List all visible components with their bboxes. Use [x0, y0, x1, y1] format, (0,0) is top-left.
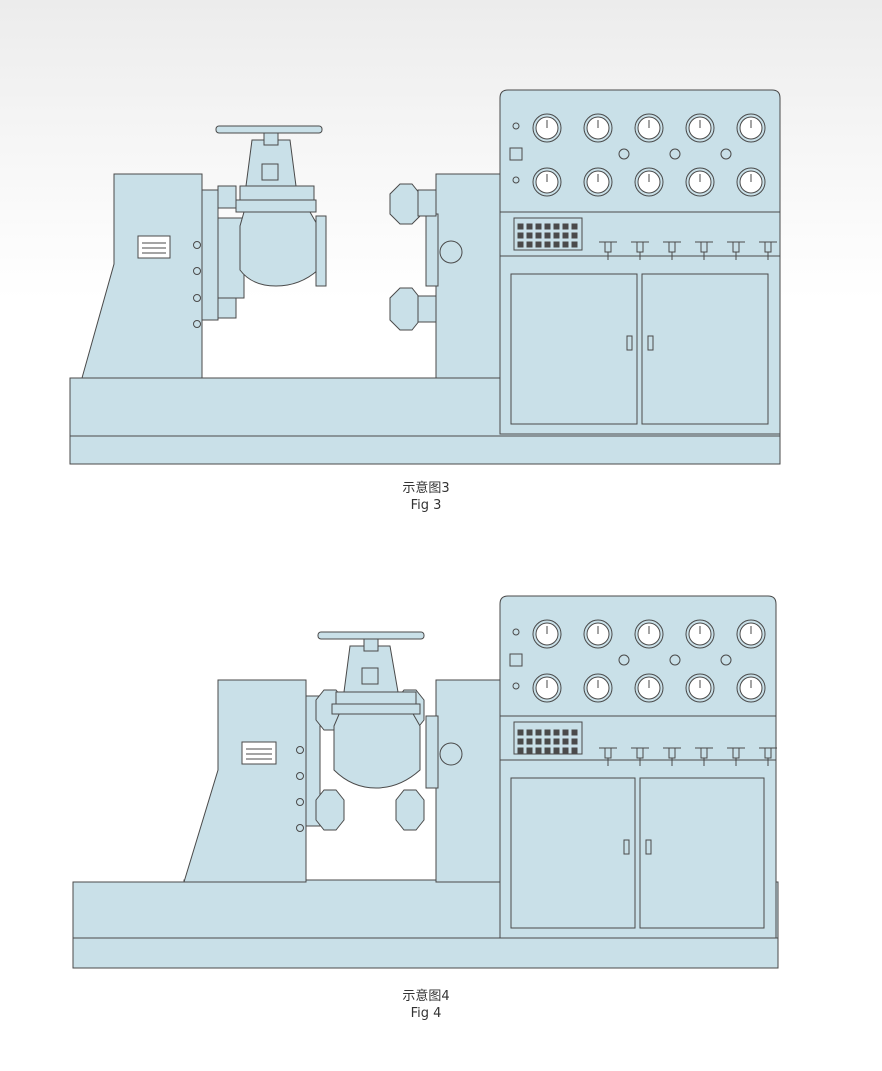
switch-indicator	[544, 729, 551, 736]
figure-caption: 示意图3 Fig 3	[0, 480, 852, 514]
selector-knob	[720, 148, 732, 160]
switch-indicator	[553, 223, 560, 230]
caption-english: Fig 3	[410, 498, 442, 513]
bench-foot	[69, 435, 781, 465]
nameplate	[137, 235, 171, 259]
needle-valve	[732, 241, 740, 253]
indicator-light	[512, 176, 520, 184]
switch-indicator	[526, 241, 533, 248]
selector-knob	[669, 654, 681, 666]
switch-indicator	[535, 729, 542, 736]
needle-valve	[764, 241, 772, 253]
switch-indicator	[562, 232, 569, 239]
caption-chinese: 示意图3	[402, 481, 450, 496]
switch-indicator	[544, 223, 551, 230]
left-clamp-column	[81, 173, 203, 379]
switch-indicator	[544, 241, 551, 248]
switch-indicator	[535, 232, 542, 239]
switch-indicator	[562, 747, 569, 754]
switch-indicator	[517, 738, 524, 745]
selector-knob	[720, 654, 732, 666]
cabinet-door-right	[641, 273, 769, 425]
switch-indicator	[571, 241, 578, 248]
switch-indicator	[553, 232, 560, 239]
needle-valve	[700, 747, 708, 759]
right-clamp-column	[435, 173, 501, 379]
switch-indicator	[517, 223, 524, 230]
switch-indicator	[544, 747, 551, 754]
right-clamp-column	[435, 679, 501, 883]
selector-knob	[618, 654, 630, 666]
needle-valve	[604, 747, 612, 759]
needle-valve	[636, 747, 644, 759]
cabinet-door-right	[639, 777, 765, 929]
figure-caption: 示意图4 Fig 4	[0, 988, 852, 1022]
needle-valve	[668, 747, 676, 759]
switch-indicator	[526, 232, 533, 239]
figure-3: 示意图3 Fig 3	[0, 0, 882, 530]
indicator-light	[512, 682, 520, 690]
cabinet-door-left	[510, 777, 636, 929]
switch-indicator	[571, 738, 578, 745]
selector-knob	[618, 148, 630, 160]
valve-test-bench-open-diagram	[69, 89, 781, 465]
indicator-light	[512, 628, 520, 636]
gate-valve	[333, 711, 421, 789]
switch-indicator	[526, 738, 533, 745]
gate-valve	[239, 211, 319, 287]
switch-indicator	[553, 729, 560, 736]
needle-valve	[636, 241, 644, 253]
switch-indicator	[535, 241, 542, 248]
switch-indicator	[571, 729, 578, 736]
switch-indicator	[535, 223, 542, 230]
switch-indicator	[517, 747, 524, 754]
switch-indicator	[517, 232, 524, 239]
nameplate	[241, 741, 277, 765]
switch-indicator	[526, 747, 533, 754]
left-clamp-column	[183, 679, 307, 883]
valve-handwheel	[215, 125, 323, 134]
left-clamp-plate	[201, 189, 219, 321]
switch-indicator	[562, 729, 569, 736]
switch-indicator	[526, 223, 533, 230]
switch-indicator	[517, 729, 524, 736]
switch-indicator	[535, 747, 542, 754]
needle-valve	[732, 747, 740, 759]
switch-indicator	[562, 241, 569, 248]
indicator-light	[512, 122, 520, 130]
switch-indicator	[571, 232, 578, 239]
needle-valve	[668, 241, 676, 253]
caption-english: Fig 4	[410, 1006, 442, 1021]
switch-indicator	[571, 747, 578, 754]
figure-4: 示意图4 Fig 4	[0, 560, 882, 1040]
needle-valve	[764, 747, 772, 759]
switch-indicator	[544, 738, 551, 745]
switch-indicator	[553, 747, 560, 754]
switch-indicator	[562, 223, 569, 230]
valve-handwheel	[317, 631, 425, 640]
needle-valve	[604, 241, 612, 253]
switch-indicator	[562, 738, 569, 745]
switch-indicator	[535, 738, 542, 745]
switch-indicator	[544, 232, 551, 239]
needle-valve	[700, 241, 708, 253]
bench-foot	[72, 937, 779, 969]
caption-chinese: 示意图4	[402, 989, 450, 1004]
valve-test-bench-clamped-diagram	[72, 595, 779, 969]
switch-indicator	[571, 223, 578, 230]
switch-indicator	[526, 729, 533, 736]
switch-indicator	[553, 738, 560, 745]
switch-indicator	[553, 241, 560, 248]
switch-indicator	[517, 241, 524, 248]
cabinet-door-left	[510, 273, 638, 425]
selector-knob	[669, 148, 681, 160]
